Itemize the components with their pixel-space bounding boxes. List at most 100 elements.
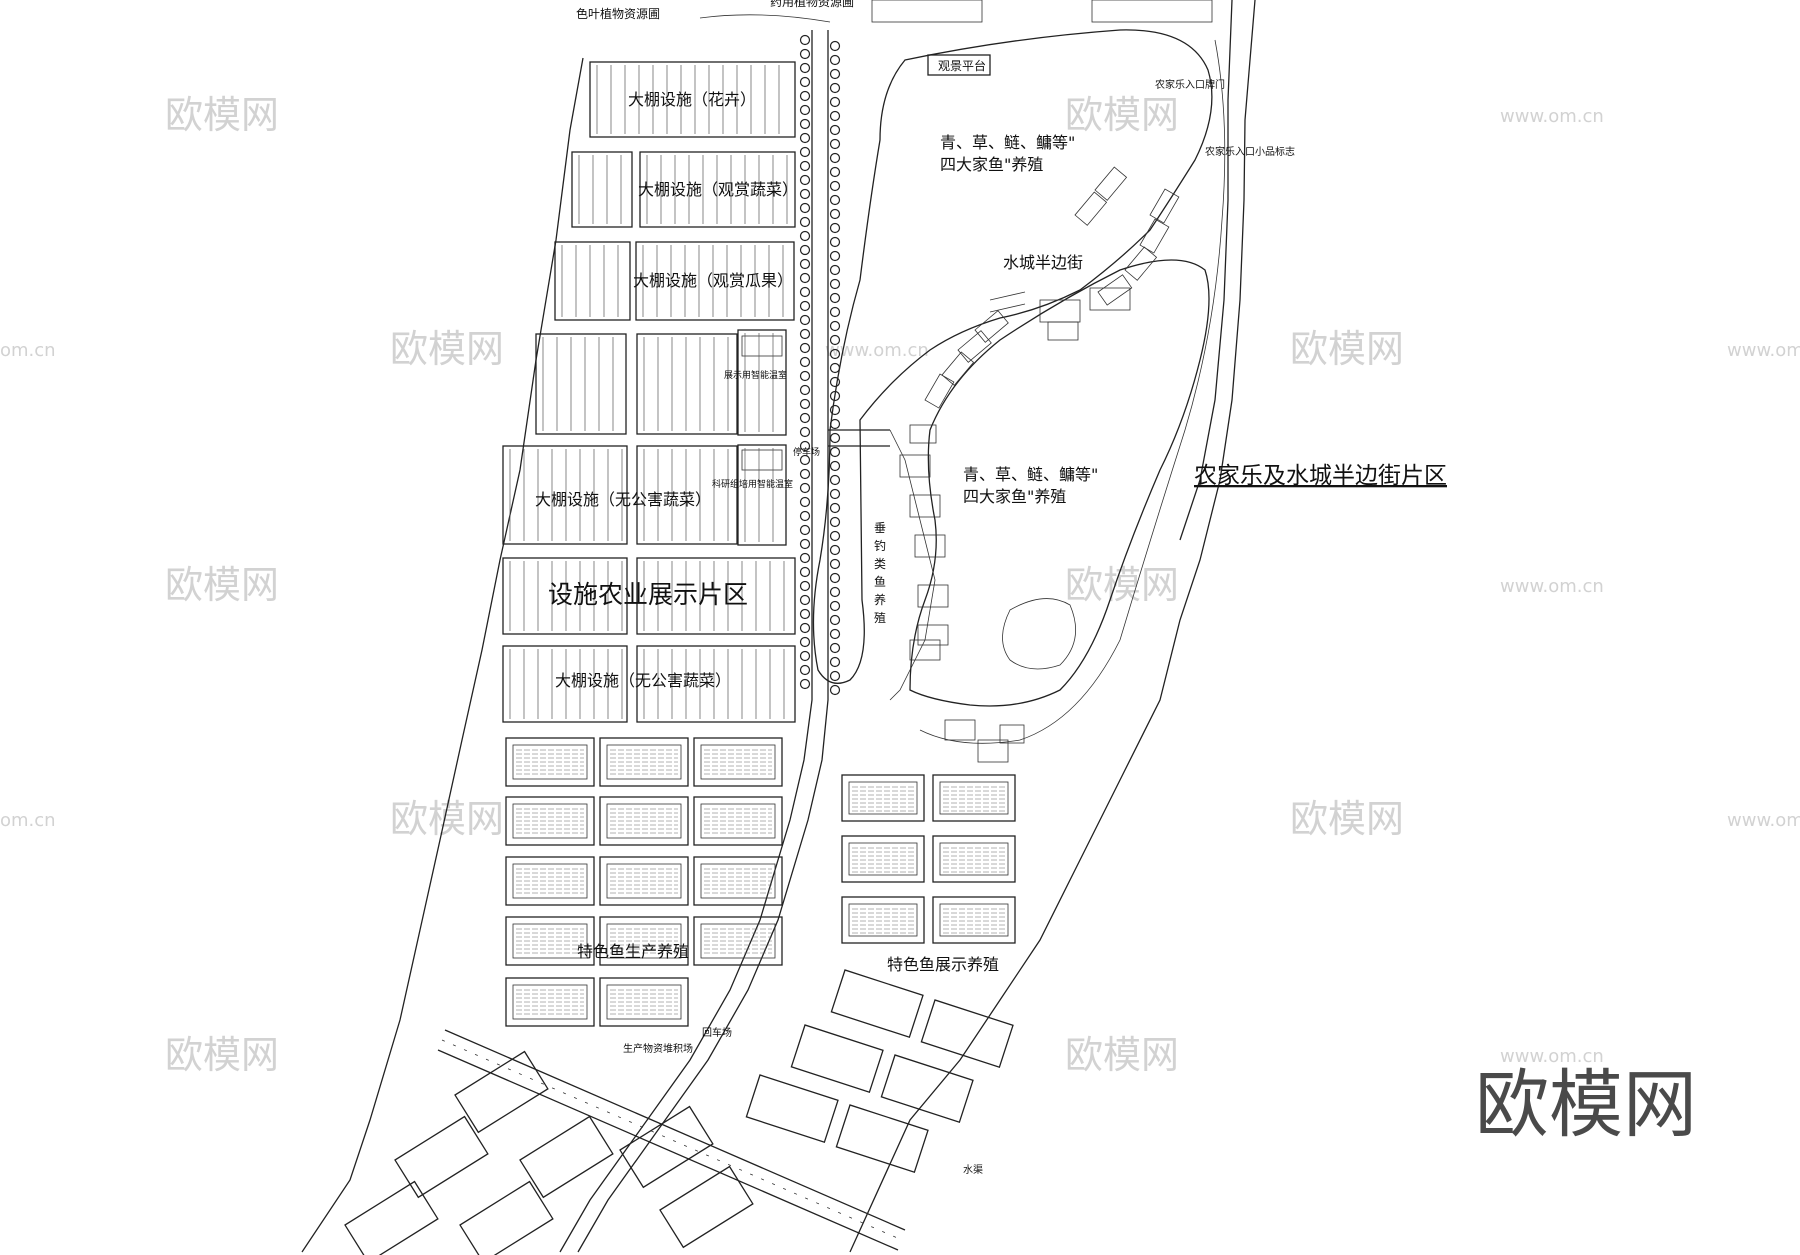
tree-symbol (799, 468, 811, 480)
fish-ponds-rotated (344, 969, 1014, 1255)
watermark-url: www.om.cn (1727, 810, 1800, 831)
tree-symbol (829, 642, 841, 654)
tree-symbol (799, 132, 811, 144)
tree-symbol (799, 356, 811, 368)
tree-symbol (829, 628, 841, 640)
watermark-layer: 欧模网 欧模网 www.om.cn 欧模网 欧模网 om.cn www.om.c… (0, 93, 1800, 1077)
tree-symbol (829, 530, 841, 542)
pond-inner-edge (606, 923, 682, 959)
tree-symbol (799, 622, 811, 634)
pond-inner-edge (606, 863, 682, 899)
label-fishing-3: 类 (874, 557, 886, 571)
tree-symbol (829, 474, 841, 486)
tree-symbol (829, 418, 841, 430)
tree-symbol (799, 454, 811, 466)
watermark-text: 欧模网 (165, 563, 279, 607)
pond-hatch (512, 744, 1009, 1020)
tree-symbol (799, 370, 811, 382)
label-fish-prod: 特色鱼生产养殖 (577, 942, 689, 961)
pond-inner-edge (606, 984, 682, 1020)
label-gh-organic-1: 大棚设施（无公害蔬菜） (535, 490, 711, 509)
label-fish-mid-1: 青、草、鲢、鳙等" (963, 465, 1098, 484)
watermark-url: om.cn (0, 810, 56, 831)
tree-symbol (799, 328, 811, 340)
tree-symbol (799, 384, 811, 396)
tree-symbol (799, 412, 811, 424)
tree-symbol (799, 244, 811, 256)
label-entry-gate: 农家乐入口牌门 (1155, 78, 1225, 91)
tree-symbol (799, 34, 811, 46)
tree-symbol (829, 404, 841, 416)
tree-symbol (829, 40, 841, 52)
tree-symbol (829, 306, 841, 318)
label-fish-top-1: 青、草、鲢、鳙等" (940, 133, 1075, 152)
tree-symbol (829, 586, 841, 598)
tree-symbol (799, 524, 811, 536)
pond-inner-edge (700, 803, 776, 839)
label-smart-greenhouse-1: 展示用智能温室 (724, 369, 787, 381)
tree-symbol (829, 656, 841, 668)
label-water-street: 水城半边街 (1003, 253, 1083, 272)
tree-symbol (799, 258, 811, 270)
tree-symbol (829, 516, 841, 528)
label-gh-melon: 大棚设施（观赏瓜果） (633, 271, 793, 290)
fish-ponds-production (505, 737, 783, 1027)
tree-symbol (799, 146, 811, 158)
tree-symbol (829, 502, 841, 514)
label-fish-top-2: 四大家鱼"养殖 (940, 155, 1043, 174)
tree-symbol (829, 600, 841, 612)
tree-symbol (799, 216, 811, 228)
tree-symbol (799, 272, 811, 284)
label-fishing-5: 养 (874, 592, 886, 607)
tree-symbol (799, 160, 811, 172)
pond-inner-edge (848, 781, 918, 815)
pond-inner-edge (848, 903, 918, 937)
tree-symbol (799, 496, 811, 508)
pond-inner-edge (848, 842, 918, 876)
tree-symbol (799, 482, 811, 494)
pond-inner-edge (512, 984, 588, 1020)
label-zone-west: 设施农业展示片区 (548, 580, 748, 609)
tree-symbol (799, 398, 811, 410)
watermark-url: www.om.cn (1500, 106, 1604, 127)
pond-inner-edge (700, 863, 776, 899)
watermark-url: om.cn (0, 340, 56, 361)
tree-symbol (829, 68, 841, 80)
label-layer: 色叶植物资源圃 药用植物资源圃 观景平台 农家乐入口牌门 农家乐入口小品标志 青… (535, 0, 1447, 1176)
watermark-url: www.om.cn (825, 340, 929, 361)
tree-symbol (799, 286, 811, 298)
watermark-text: 欧模网 (1065, 563, 1179, 607)
tree-symbol (799, 580, 811, 592)
tree-symbol (799, 202, 811, 214)
label-fish-mid-2: 四大家鱼"养殖 (963, 487, 1066, 506)
tree-symbol (829, 82, 841, 94)
tree-symbol (799, 188, 811, 200)
tree-symbol (829, 236, 841, 248)
watermark-text: 欧模网 (165, 93, 279, 137)
tree-symbol (829, 488, 841, 500)
tree-symbol (799, 174, 811, 186)
tree-symbol (829, 362, 841, 374)
tree-symbol (829, 348, 841, 360)
tree-symbol (799, 594, 811, 606)
tree-symbol (799, 608, 811, 620)
pond-inner-edge (700, 744, 776, 780)
pond-inner-edge (606, 803, 682, 839)
fish-ponds-display (841, 774, 1016, 944)
label-fishing-6: 殖 (874, 610, 886, 625)
tree-symbol (829, 152, 841, 164)
tree-symbol (829, 460, 841, 472)
tree-symbol (829, 194, 841, 206)
label-entry-sign: 农家乐入口小品标志 (1205, 145, 1295, 158)
watermark-text: 欧模网 (1290, 797, 1404, 841)
tree-symbol (799, 62, 811, 74)
tree-symbol (799, 300, 811, 312)
label-turnaround: 回车场 (702, 1026, 732, 1039)
tree-row (799, 34, 841, 696)
tree-symbol (829, 166, 841, 178)
tree-symbol (799, 552, 811, 564)
tree-symbol (829, 96, 841, 108)
pond-inner-edge (700, 923, 776, 959)
label-fishing-1: 垂 (874, 521, 886, 535)
